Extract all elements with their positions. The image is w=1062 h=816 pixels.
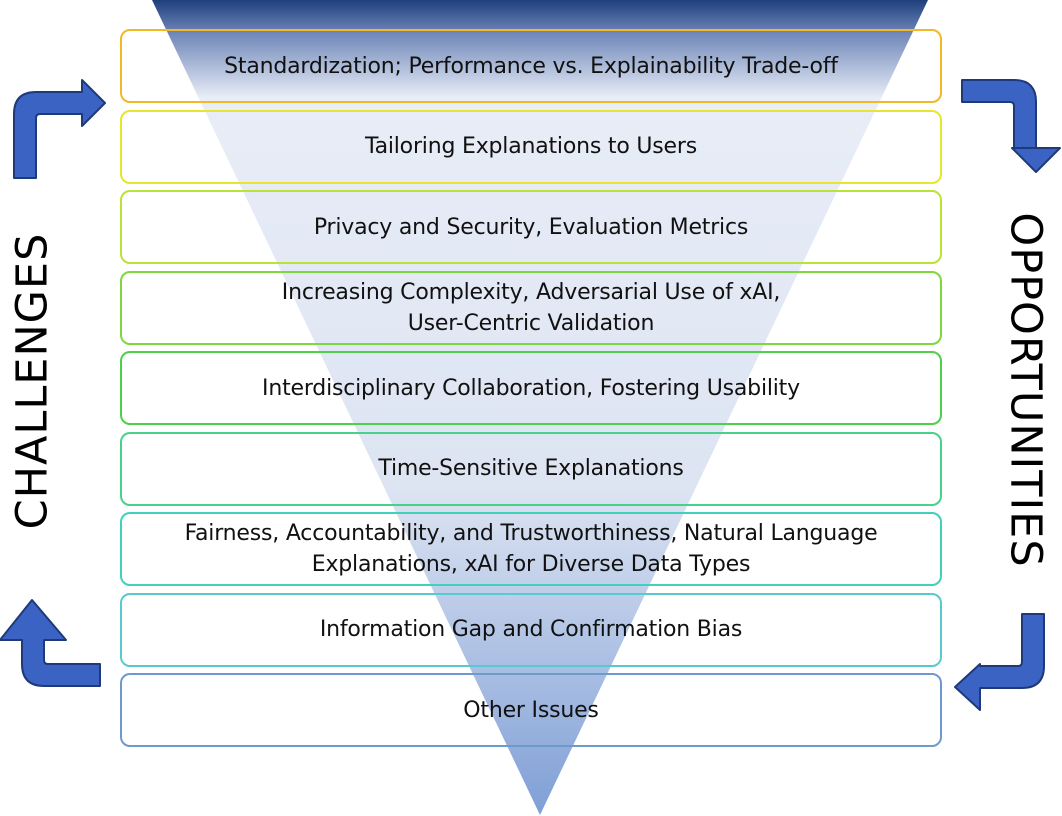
layer-band: Standardization; Performance vs. Explain… [120, 29, 942, 103]
layer-band: Time-Sensitive Explanations [120, 431, 942, 506]
layer-band: Information Gap and Confirmation Bias [120, 592, 942, 667]
layer-band: Other Issues [120, 673, 942, 747]
layer-band-text: Information Gap and Confirmation Bias [319, 617, 743, 642]
opportunities-label: OPPORTUNITIES [1000, 212, 1051, 568]
layer-band-text: Other Issues [463, 697, 599, 723]
funnel-triangle [152, 0, 928, 815]
layer-band: Increasing Complexity, Adversarial Use o… [120, 270, 942, 345]
layer-band: Tailoring Explanations to Users [120, 109, 942, 184]
curved-arrow-down-left-icon [954, 613, 1045, 711]
layer-band-text: Privacy and Security, Evaluation Metrics [313, 214, 749, 240]
layer-band-text: Tailoring Explanations to Users [364, 134, 697, 159]
layer-band: Interdisciplinary Collaboration, Fosteri… [120, 351, 942, 425]
layer-band-text: Time-Sensitive Explanations [378, 456, 684, 481]
layer-band: Privacy and Security, Evaluation Metrics [120, 190, 942, 264]
curved-arrow-up-right-icon [13, 79, 106, 179]
layer-band: Fairness, Accountability, and Trustworth… [120, 512, 942, 586]
challenges-label: CHALLENGES [7, 232, 58, 530]
layer-band-text: Increasing Complexity, Adversarial Use o… [281, 279, 781, 336]
layer-band-text: Fairness, Accountability, and Trustworth… [184, 521, 878, 577]
layer-band-text: Standardization; Performance vs. Explain… [224, 53, 838, 79]
curved-arrow-right-down-icon [961, 79, 1061, 173]
curved-arrow-left-up-icon [0, 599, 101, 687]
layer-band-text: Interdisciplinary Collaboration, Fosteri… [262, 375, 800, 401]
